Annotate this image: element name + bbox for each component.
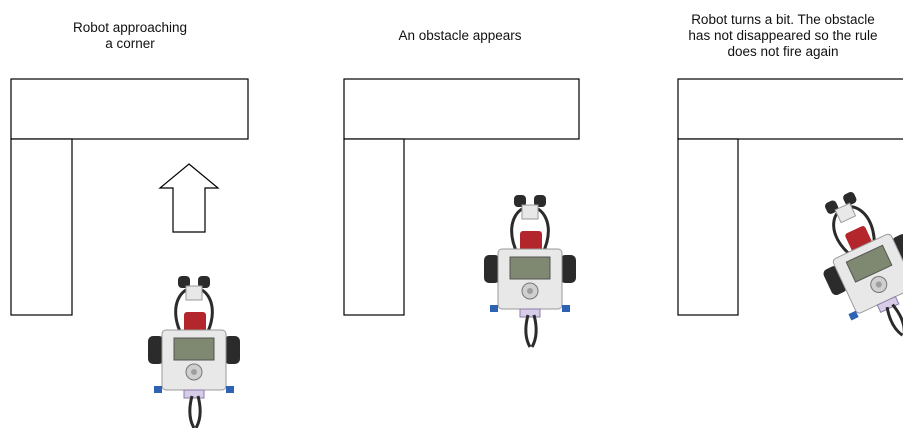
vertical-wall <box>11 139 72 315</box>
up-arrow-icon <box>160 164 218 232</box>
panel-1-walls <box>11 79 248 315</box>
robot-icon <box>148 276 240 428</box>
robot-icon <box>797 178 903 355</box>
horizontal-wall <box>11 79 248 139</box>
vertical-wall <box>344 139 404 315</box>
robot-icon <box>484 195 576 347</box>
vertical-wall <box>678 139 738 315</box>
horizontal-wall <box>678 79 903 139</box>
horizontal-wall <box>344 79 579 139</box>
